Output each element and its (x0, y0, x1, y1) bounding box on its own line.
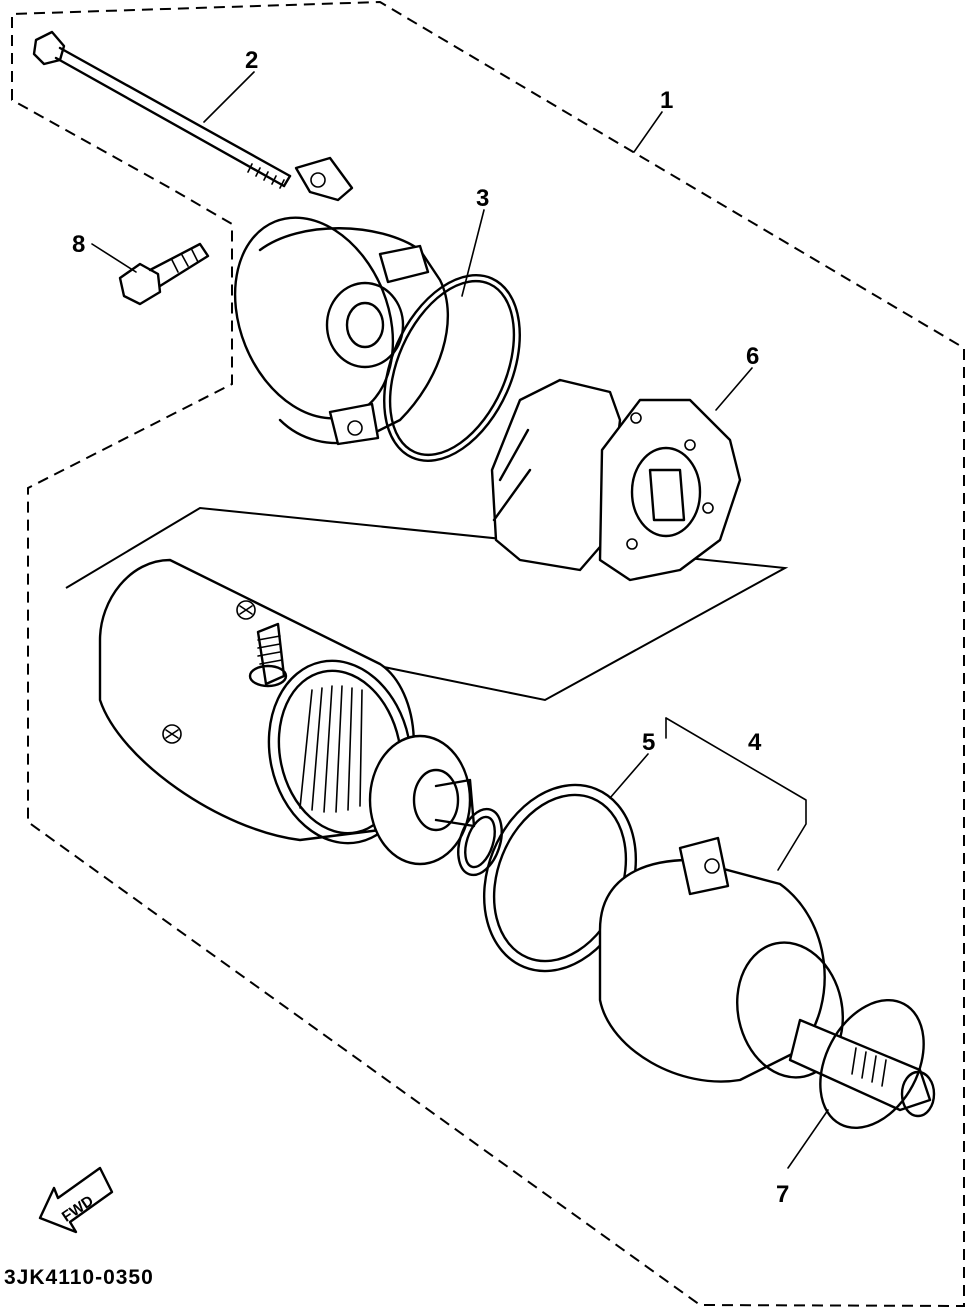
leader-lines (91, 71, 829, 1169)
yoke-housing-part (98, 558, 476, 866)
callout-8: 8 (72, 231, 85, 258)
forward-arrow-icon: FWD (38, 1166, 114, 1234)
screw-bolt-part (118, 242, 210, 306)
shaft-o-ring-part (819, 998, 925, 1130)
callout-7: 7 (776, 1181, 789, 1208)
small-washer-part (457, 807, 503, 877)
end-cover-part (233, 156, 449, 446)
o-ring-part (383, 274, 521, 462)
callout-4: 4 (748, 729, 762, 756)
callout-1: 1 (660, 87, 673, 114)
through-bolt-part (32, 30, 292, 189)
callout-2: 2 (245, 47, 258, 74)
drawing-number: 3JK4110-0350 (4, 1266, 154, 1289)
brush-holder-part (490, 378, 742, 582)
brush-holder-group-box (65, 506, 789, 702)
callout-3: 3 (476, 185, 489, 212)
front-cover-part (598, 836, 936, 1118)
callout-5: 5 (642, 729, 655, 756)
callout-6: 6 (746, 343, 759, 370)
